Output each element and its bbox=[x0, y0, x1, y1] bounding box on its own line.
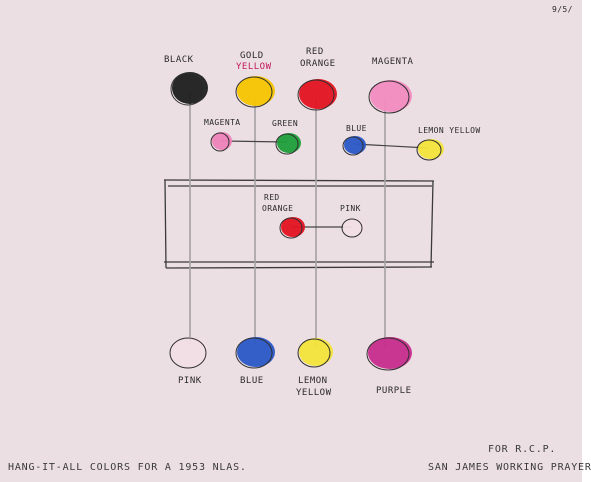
label-top-black: BLACK bbox=[164, 55, 194, 65]
ball-top-magenta bbox=[369, 80, 412, 113]
label-bottom-lemon-2: YELLOW bbox=[296, 388, 332, 398]
caption-right-2: SAN JAMES WORKING PRAYER bbox=[428, 462, 591, 473]
page-edge bbox=[582, 0, 591, 482]
ball-mid-magenta bbox=[211, 132, 232, 151]
caption-right-1: FOR R.C.P. bbox=[488, 444, 556, 455]
label-mid-lemon: LEMON YELLOW bbox=[418, 126, 481, 135]
label-top-gold-2: YELLOW bbox=[236, 62, 272, 72]
label-bottom-lemon-1: LEMON bbox=[298, 376, 328, 386]
ball-top-black bbox=[171, 72, 208, 105]
label-inner-red-2: ORANGE bbox=[262, 204, 293, 213]
ball-mid-blue bbox=[343, 136, 366, 155]
label-mid-magenta: MAGENTA bbox=[204, 118, 241, 127]
label-inner-red-1: RED bbox=[264, 193, 280, 202]
label-top-magenta: MAGENTA bbox=[372, 57, 414, 67]
label-mid-blue: BLUE bbox=[346, 124, 367, 133]
label-bottom-blue: BLUE bbox=[240, 376, 264, 386]
label-bottom-purple: PURPLE bbox=[376, 386, 412, 396]
ball-inner-red-orange bbox=[280, 217, 305, 238]
caption-left: HANG-IT-ALL COLORS FOR A 1953 NLAS. bbox=[8, 462, 247, 473]
ball-mid-green bbox=[276, 133, 301, 154]
label-top-gold-1: GOLD bbox=[240, 51, 264, 61]
label-inner-pink: PINK bbox=[340, 204, 361, 213]
ball-bottom-lemon bbox=[298, 338, 333, 367]
label-top-red-1: RED bbox=[306, 47, 324, 57]
ball-top-red-orange bbox=[298, 79, 337, 110]
ball-bottom-pink bbox=[170, 337, 209, 368]
ball-top-gold-yellow bbox=[236, 76, 275, 107]
corner-date: 9/5/ bbox=[552, 5, 573, 14]
ball-inner-pink bbox=[342, 218, 365, 237]
label-top-red-2: ORANGE bbox=[300, 59, 336, 69]
label-bottom-pink: PINK bbox=[178, 376, 202, 386]
ball-bottom-blue bbox=[236, 337, 275, 368]
ball-mid-lemon-yellow bbox=[417, 139, 444, 160]
ball-bottom-purple bbox=[367, 337, 412, 370]
label-mid-green: GREEN bbox=[272, 119, 298, 128]
